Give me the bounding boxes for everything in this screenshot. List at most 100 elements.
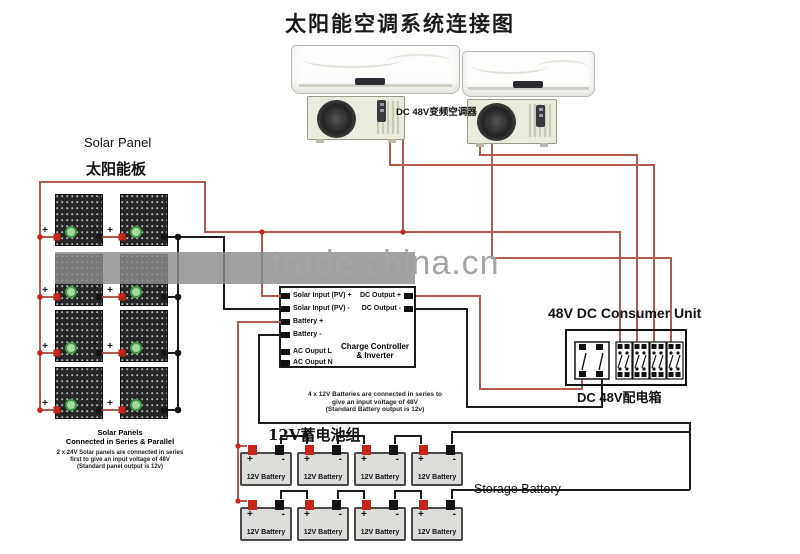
wire-positive (479, 142, 638, 346)
battery-label: 12V Battery (360, 529, 400, 536)
terminal-label: DC Output - (361, 305, 401, 312)
bus-junction-dot (37, 407, 43, 413)
solar-panel (120, 367, 168, 419)
wire-negative (451, 431, 690, 444)
negative-terminal (332, 500, 341, 510)
charge-controller-label: Charge Controller& Inverter (336, 342, 414, 360)
solar-panel (120, 194, 168, 246)
battery-label: 12V Battery (417, 529, 457, 536)
bus-junction-dot (174, 406, 182, 414)
breaker-contact (618, 351, 622, 355)
positive-terminal (305, 445, 314, 455)
terminal-label: Battery - (293, 331, 322, 338)
solar-panel (55, 367, 103, 419)
battery-12v: +- 12V Battery (297, 500, 349, 541)
positive-terminal (419, 445, 428, 455)
breaker-contact (669, 367, 673, 371)
solar-panel (55, 310, 103, 362)
battery-label: 12V Battery (303, 474, 343, 481)
breaker-switch (641, 354, 647, 369)
negative-terminal (160, 406, 168, 414)
negative-terminal (95, 233, 103, 241)
wire-negative (280, 435, 308, 444)
breaker-contact (652, 351, 656, 355)
breaker-pole (579, 344, 586, 350)
battery-label: 12V Battery (303, 529, 343, 536)
panel-logo-icon (130, 399, 142, 411)
panel-logo-icon (65, 342, 77, 354)
wire-junction-dot (400, 229, 406, 235)
positive-terminal (362, 500, 371, 510)
breaker-pole (658, 372, 664, 377)
negative-terminal (446, 445, 455, 455)
battery-note: 4 x 12V Batteries are connected in serie… (280, 391, 470, 414)
breaker-switch (581, 352, 587, 371)
consumer-unit-label-zh: DC 48V配电箱 (577, 390, 662, 405)
page-title: 太阳能空调系统连接图 (285, 11, 515, 36)
solar-note: 2 x 24V Solar panels are connected in se… (25, 450, 215, 471)
minus-sign: - (158, 394, 162, 406)
text-line: Charge Controller (340, 342, 409, 351)
breaker-contact (652, 367, 656, 371)
negative-terminal (160, 293, 168, 301)
terminal-block-icon (404, 293, 413, 299)
wire-positive (237, 321, 282, 501)
wire-junction-dot (259, 229, 265, 235)
breaker-pole (658, 344, 664, 349)
decor-swirl (536, 60, 589, 76)
breaker-pole (579, 371, 586, 377)
terminal-block-icon (281, 360, 290, 366)
plus-sign: + (42, 398, 48, 409)
plus-sign: + (107, 341, 113, 352)
solar-panel-label-zh: 太阳能板 (86, 160, 147, 178)
text-line: give an input voltage of 48V (332, 398, 418, 406)
battery-label: 12V Battery (417, 474, 457, 481)
bus-junction-dot (37, 350, 43, 356)
breaker-switch (668, 354, 674, 369)
unit-foot (476, 143, 484, 147)
terminal-label: AC Ouput L (293, 348, 332, 355)
ac-display-panel (512, 81, 543, 88)
air-vent (468, 87, 589, 90)
minus-sign: - (158, 221, 162, 233)
terminal-block-icon (281, 332, 290, 338)
consumer-unit-title: 48V DC Consumer Unit (548, 305, 702, 321)
battery-12v: +- 12V Battery (411, 445, 463, 486)
breaker-pole (617, 372, 623, 377)
terminal-label: AC Ouput N (293, 359, 333, 366)
bus-junction-dot (37, 234, 43, 240)
negative-terminal (95, 406, 103, 414)
breaker-pole (634, 372, 640, 377)
battery-group-label-zh: 12V蓄电池组 (268, 426, 361, 444)
watermark-text: trade.china.cn (272, 244, 500, 282)
unit-foot (316, 139, 324, 143)
negative-terminal (332, 445, 341, 455)
unit-foot (540, 143, 548, 147)
panel-logo-icon (65, 226, 77, 238)
breaker-switch (658, 354, 664, 369)
negative-terminal (275, 500, 284, 510)
bus-junction-dot (174, 349, 182, 357)
battery-12v: +-12V Battery (240, 445, 292, 486)
fan-icon (477, 103, 516, 141)
plus-sign: + (42, 341, 48, 352)
battery-signs: +- (418, 454, 456, 465)
battery-signs: +- (247, 454, 285, 465)
battery-12v: +-12V Battery (354, 445, 406, 486)
wire-positive (389, 138, 655, 346)
air-vent (298, 84, 453, 87)
battery-12v: +-12V Battery (240, 500, 292, 541)
wire-negative (451, 489, 690, 499)
breaker-contact (676, 351, 680, 355)
minus-sign: - (158, 281, 162, 293)
bus-junction-dot (174, 293, 182, 301)
battery-signs: +- (304, 509, 342, 520)
positive-terminal (362, 445, 371, 455)
breaker-pole (624, 344, 630, 349)
text-line: Connected in Series & Parallel (65, 437, 175, 446)
breaker-pole (641, 372, 647, 377)
positive-terminal (305, 500, 314, 510)
minus-sign: - (93, 221, 97, 233)
terminal-block-icon (281, 306, 290, 312)
